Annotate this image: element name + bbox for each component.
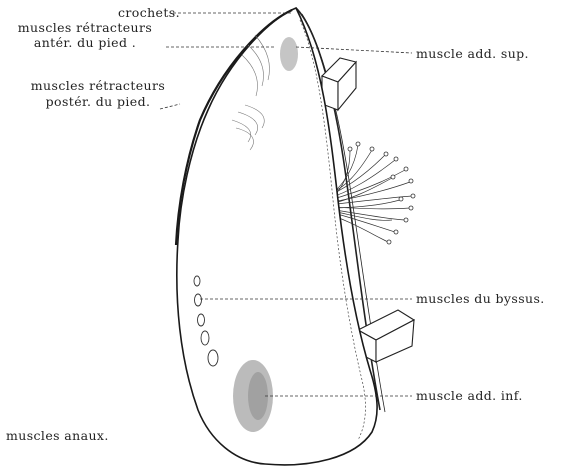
label-retracteurs-anter-line2: antér. du pied . [2,36,168,50]
label-muscles-anaux: muscles anaux. [6,429,109,443]
label-crochets: crochets. [118,6,180,20]
upper-mounting-rod [322,58,356,110]
label-retracteurs-poster-line1: muscles rétracteurs [30,79,166,93]
anterior-adductor-scar [280,37,298,71]
label-muscle-add-inf: muscle add. inf. [416,389,523,403]
label-muscles-byssus: muscles du byssus. [416,292,545,306]
label-retracteurs-anter-line1: muscles rétracteurs [2,21,168,35]
label-retracteurs-poster-line2: postér. du pied. [30,95,166,109]
byssus-thread-tips [348,142,415,244]
label-muscle-add-sup: muscle add. sup. [416,47,529,61]
lower-mounting-rod [358,310,414,362]
